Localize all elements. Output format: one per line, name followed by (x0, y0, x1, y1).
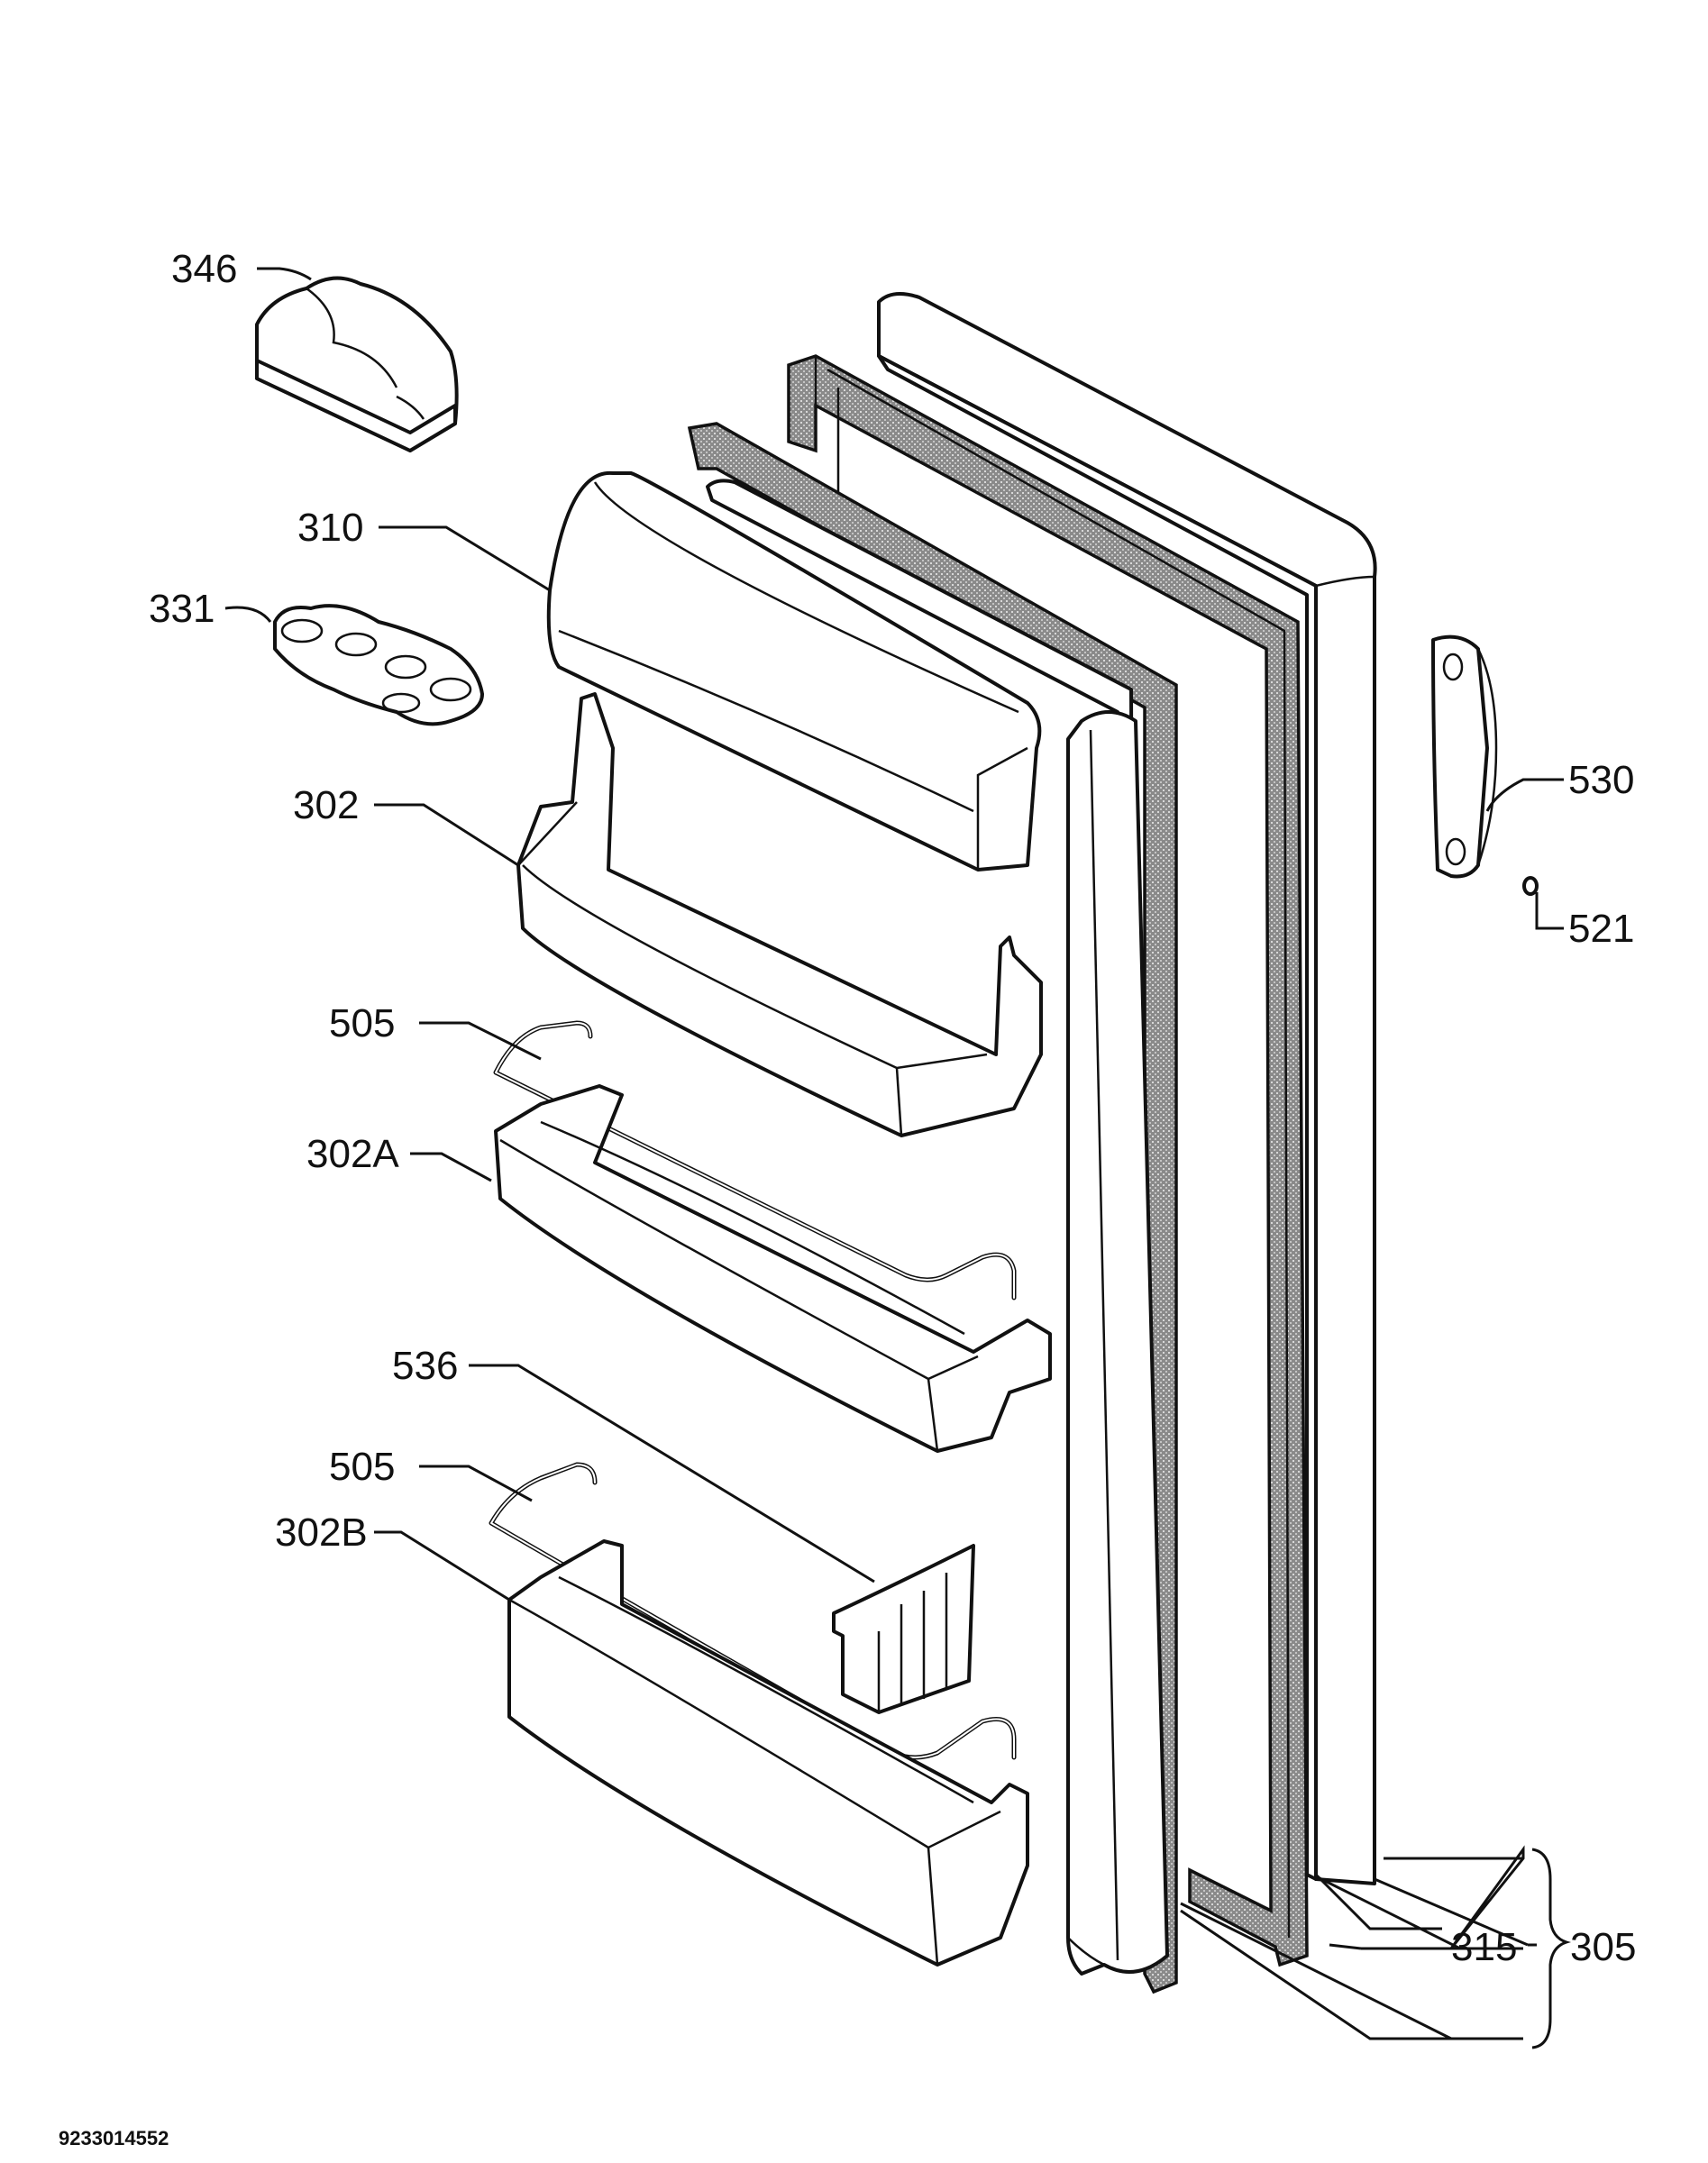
part-505-upper-bottle-rail (493, 1020, 1017, 1301)
part-505-lower-bottle-rail (489, 1462, 1017, 1760)
label-505-lower: 505 (329, 1445, 395, 1489)
label-302a: 302A (306, 1132, 399, 1176)
leader-lines (224, 267, 1564, 2040)
part-536-bottle-separator (832, 1544, 975, 1714)
part-302b-door-shelf (507, 1539, 1029, 1967)
door-trim (1066, 710, 1169, 1976)
label-315: 315 (1451, 1925, 1517, 1969)
label-310: 310 (297, 506, 363, 550)
part-302-door-shelf (516, 692, 1043, 1137)
label-302: 302 (293, 783, 359, 827)
label-530: 530 (1568, 758, 1634, 802)
label-346: 346 (171, 247, 237, 291)
assembly-brace (1180, 1848, 1572, 2049)
label-302b: 302B (275, 1510, 368, 1555)
part-labels: 346 310 331 302 505 302A 536 505 302B 53… (59, 247, 1636, 2149)
label-305: 305 (1570, 1925, 1636, 1969)
drawing-code: 9233014552 (59, 2127, 169, 2149)
part-530-door-handle (1431, 634, 1498, 879)
label-521: 521 (1568, 907, 1634, 951)
label-536: 536 (392, 1344, 458, 1388)
part-521-screw (1522, 876, 1539, 896)
part-310-dairy-compartment (546, 470, 1042, 872)
door-gasket (787, 354, 1309, 1967)
label-331: 331 (149, 587, 215, 631)
part-302a-door-shelf (494, 1084, 1052, 1453)
part-346-butter-lid (255, 276, 459, 452)
label-505-upper: 505 (329, 1001, 395, 1045)
part-331-egg-tray (273, 604, 484, 726)
